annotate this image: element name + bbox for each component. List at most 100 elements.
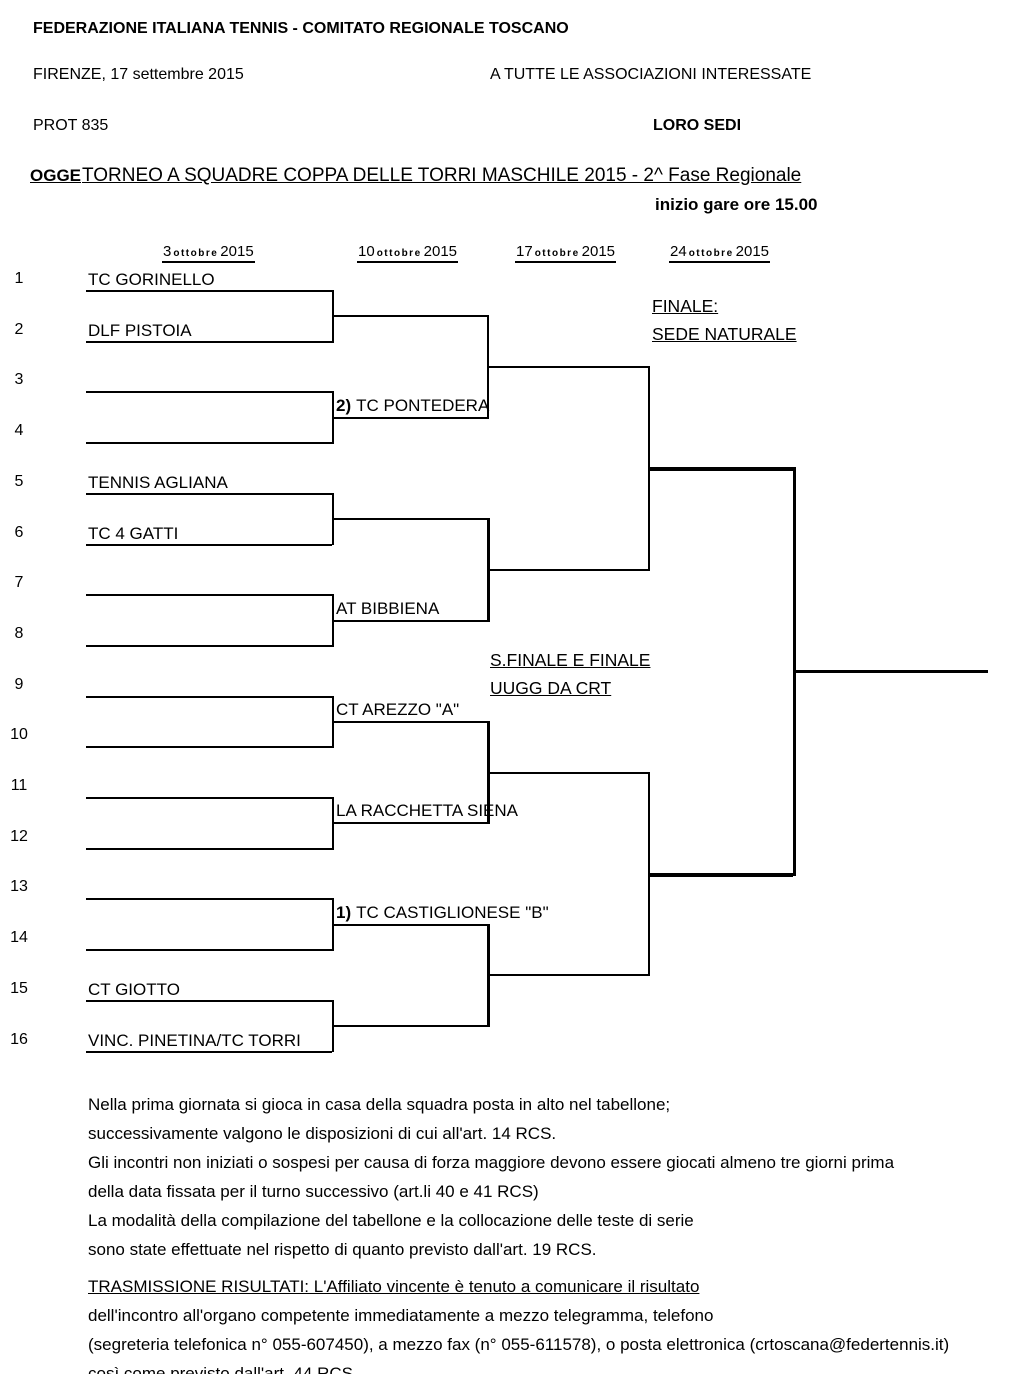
round1-winner-line xyxy=(332,923,487,926)
bracket-position-number: 6 xyxy=(14,523,24,541)
place-and-date: FIRENZE, 17 settembre 2015 xyxy=(33,66,244,83)
round3-year: 2015 xyxy=(581,243,616,260)
transmission-line: così come previsto dall'art. 44 RCS. xyxy=(88,1364,358,1374)
team-name: TENNIS AGLIANA xyxy=(88,472,228,492)
rules-note-line: successivamente valgono le disposizioni … xyxy=(88,1124,557,1143)
team-line xyxy=(86,797,332,799)
results-transmission-notes: TRASMISSIONE RISULTATI: L'Affiliato vinc… xyxy=(88,1272,949,1374)
round2-team-name: AT BIBBIENA xyxy=(336,598,440,618)
bracket-position-number: 16 xyxy=(10,1030,28,1048)
seed-number: 1) xyxy=(336,902,352,922)
round2-winner-label: 1)TC CASTIGLIONESE "B" xyxy=(336,903,549,923)
round2-winner-label: LA RACCHETTA SIENA xyxy=(336,801,518,821)
quarterfinal-winner-line xyxy=(487,568,648,571)
round1-winner-line xyxy=(332,720,487,723)
rules-note-line: sono state effettuate nel rispetto di qu… xyxy=(88,1240,597,1259)
final-winner-line xyxy=(793,670,988,674)
round3-day: 17 xyxy=(516,243,533,260)
round4-month: ottobre xyxy=(688,248,734,259)
team-line xyxy=(86,594,332,597)
team-line xyxy=(86,391,332,394)
bracket-position-number: 3 xyxy=(14,371,24,389)
bracket-position-number: 8 xyxy=(14,624,24,642)
round1-winner-line xyxy=(332,822,487,825)
team-line xyxy=(86,290,332,292)
bracket-position-number: 14 xyxy=(10,929,28,947)
team-line xyxy=(86,847,332,850)
transmission-line: dell'incontro all'organo competente imme… xyxy=(88,1306,714,1325)
round1-winner-line xyxy=(332,416,487,419)
round2-year: 2015 xyxy=(423,243,458,260)
subject-row: OGGETORNEO A SQUADRE COPPA DELLE TORRI M… xyxy=(30,165,801,187)
final-note-line2: SEDE NATURALE xyxy=(652,324,797,344)
semifinal-winner-line xyxy=(648,873,793,878)
team-name: TC 4 GATTI xyxy=(88,523,179,543)
team-line xyxy=(86,543,332,546)
bracket-position-number: 11 xyxy=(10,777,28,794)
rules-note-line: della data fissata per il turno successi… xyxy=(88,1182,539,1201)
recipients-line: A TUTTE LE ASSOCIAZIONI INTERESSATE xyxy=(490,66,812,83)
bracket-position-number: 1 xyxy=(14,270,24,287)
round1-winner-line xyxy=(332,315,487,318)
rules-note-line: Nella prima giornata si gioca in casa de… xyxy=(88,1095,671,1114)
round2-winner-label: 2)TC PONTEDERA xyxy=(336,396,489,416)
federation-title: FEDERAZIONE ITALIANA TENNIS - COMITATO R… xyxy=(33,20,569,37)
team-line xyxy=(86,1050,332,1053)
bracket-position-number: 15 xyxy=(10,979,28,997)
rules-notes: Nella prima giornata si gioca in casa de… xyxy=(88,1090,894,1264)
round1-winner-line xyxy=(332,518,487,521)
bracket-position-number: 7 xyxy=(14,574,24,592)
team-line xyxy=(86,644,332,647)
tournament-title: TORNEO A SQUADRE COPPA DELLE TORRI MASCH… xyxy=(82,165,802,186)
bracket-position-number: 9 xyxy=(14,675,24,693)
transmission-heading-line: TRASMISSIONE RISULTATI: L'Affiliato vinc… xyxy=(88,1277,700,1296)
team-line xyxy=(86,746,332,749)
team-line xyxy=(86,695,332,698)
round2-team-name: TC CASTIGLIONESE "B" xyxy=(356,902,549,922)
team-name: TC GORINELLO xyxy=(88,270,215,289)
semifinal-note-line2: UUGG DA CRT xyxy=(490,678,612,698)
team-line xyxy=(86,442,332,445)
quarterfinal-winner-line xyxy=(487,366,648,369)
round2-team-name: LA RACCHETTA SIENA xyxy=(336,801,519,821)
team-line xyxy=(86,340,332,343)
rules-note-line: Gli incontri non iniziati o sospesi per … xyxy=(88,1153,895,1172)
round4-year: 2015 xyxy=(735,243,770,260)
round4-day: 24 xyxy=(670,243,687,260)
team-line xyxy=(86,999,332,1002)
round1-winner-line xyxy=(332,1025,487,1028)
seed-number: 2) xyxy=(336,395,352,415)
subject-label: OGGE xyxy=(30,166,82,185)
team-name: VINC. PINETINA/TC TORRI xyxy=(88,1030,301,1050)
semifinal-officials-note: S.FINALE E FINALE UUGG DA CRT xyxy=(490,646,650,702)
round2-winner-label: CT AREZZO "A" xyxy=(336,700,459,720)
round1-day: 3 xyxy=(163,243,172,260)
round2-day: 10 xyxy=(358,243,375,260)
round1-year: 2015 xyxy=(220,243,254,260)
final-note-line1: FINALE: xyxy=(652,296,719,316)
round2-team-name: CT AREZZO "A" xyxy=(336,699,460,719)
team-line xyxy=(86,492,332,495)
protocol-number: PROT 835 xyxy=(33,117,109,134)
rules-note-line: La modalità della compilazione del tabel… xyxy=(88,1211,694,1230)
final-venue-note: FINALE: SEDE NATURALE xyxy=(652,292,797,348)
team-line xyxy=(86,949,332,952)
team-name: CT GIOTTO xyxy=(88,979,180,999)
team-name: DLF PISTOIA xyxy=(88,320,192,340)
round1-winner-line xyxy=(332,619,487,622)
quarterfinal-winner-line xyxy=(487,771,648,774)
round2-month: ottobre xyxy=(376,248,422,259)
quarterfinal-winner-line xyxy=(487,974,648,977)
bracket-position-number: 5 xyxy=(14,472,24,490)
start-time-note: inizio gare ore 15.00 xyxy=(655,195,818,214)
recipients-location: LORO SEDI xyxy=(653,117,742,134)
bracket-position-number: 2 xyxy=(14,320,24,338)
round2-winner-label: AT BIBBIENA xyxy=(336,599,439,619)
bracket-position-number: 10 xyxy=(10,726,28,744)
round2-team-name: TC PONTEDERA xyxy=(356,395,490,415)
semifinal-note-line1: S.FINALE E FINALE xyxy=(490,650,651,670)
